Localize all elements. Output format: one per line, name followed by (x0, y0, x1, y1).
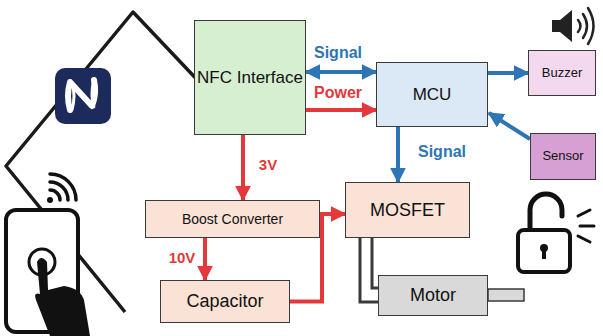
output-box: Buzzer (528, 50, 596, 96)
converter-box: Boost Converter (145, 200, 320, 238)
connector (241, 135, 245, 200)
connector (489, 113, 530, 139)
nfc-logo (55, 68, 111, 124)
edge-label: 10V (167, 250, 198, 267)
edge-label: Signal (312, 44, 364, 62)
motor-box: Motor (378, 275, 488, 316)
box-label: Motor (410, 285, 456, 306)
connector (360, 238, 378, 302)
box-label: Capacitor (186, 291, 263, 312)
box-label: Buzzer (542, 66, 582, 81)
storage-box: Capacitor (160, 280, 290, 323)
box-label: MCU (413, 85, 452, 105)
box-label: NFC Interface (197, 68, 303, 88)
box-label: Sensor (542, 149, 583, 164)
speaker-icon (552, 8, 594, 44)
connector (488, 71, 528, 75)
box-label: MOSFET (370, 200, 445, 221)
connector (396, 127, 400, 182)
wireless-icon (47, 174, 76, 203)
box-label: Boost Converter (182, 211, 283, 227)
connector (306, 70, 376, 74)
interface-box: NFC Interface (194, 20, 306, 135)
switch-box: MOSFET (345, 182, 470, 238)
padlock-icon (518, 194, 594, 272)
edge-label: Signal (416, 143, 468, 161)
input-box: Sensor (530, 133, 596, 180)
connector (203, 238, 207, 280)
edge-label: 3V (257, 157, 279, 174)
motor-shaft (488, 289, 524, 301)
smartphone-icon (6, 210, 90, 336)
connector (306, 108, 376, 112)
edge-label: Power (312, 84, 364, 102)
controller-box: MCU (376, 62, 488, 127)
